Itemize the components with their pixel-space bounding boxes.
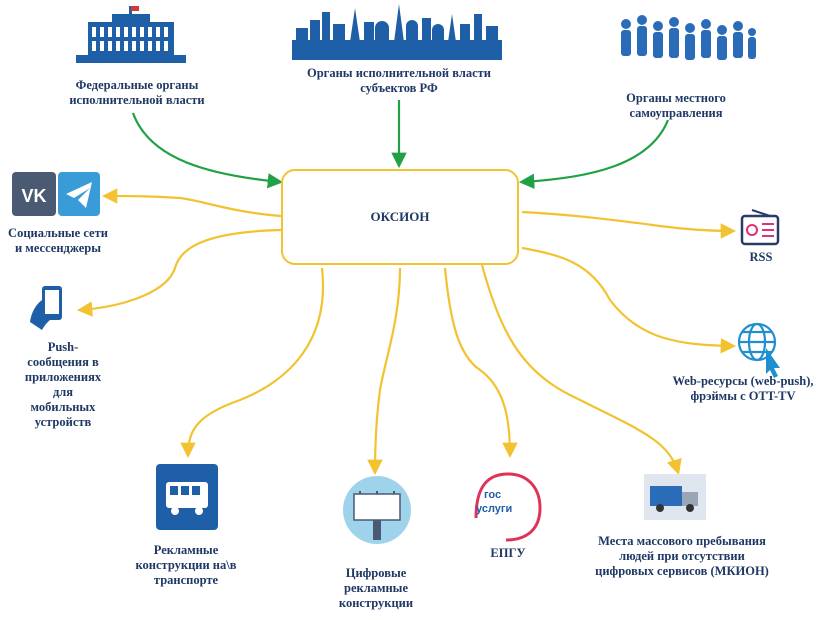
push-label: Push-сообщения в приложениях для мобильн… (24, 340, 102, 429)
arrow-federal (131, 112, 284, 189)
outbound-arrows (76, 188, 737, 476)
vk-icon: VK (12, 172, 56, 216)
regional-label: Органы исполнительной власти субъектов Р… (307, 66, 491, 95)
gosuslugi-icon: гос услуги (474, 472, 542, 542)
web-label: Web-ресурсы (web-push), фрэймы с OTT-TV (672, 374, 814, 403)
local-label: Органы местного самоуправления (626, 91, 726, 120)
arrow-local (518, 119, 670, 189)
truck-icon (644, 474, 706, 520)
oksion-label: ОКСИОН (370, 209, 430, 224)
oksion-node: ОКСИОН (281, 169, 519, 265)
vk-icon-text: VK (21, 186, 46, 206)
government-building-icon (76, 6, 186, 63)
arrow-epgu (443, 267, 518, 459)
arrow-rss (521, 210, 737, 239)
social-label: Социальные сети и мессенджеры (8, 226, 108, 255)
billboard-icon (343, 476, 411, 544)
arrow-digital (367, 267, 402, 476)
phone-in-hand-icon (30, 286, 62, 330)
mass-places-label: Места массового пребывания людей при отс… (595, 534, 769, 578)
arrow-push (76, 228, 282, 317)
radio-icon (740, 209, 780, 246)
inbound-arrows (131, 100, 670, 189)
epgu-label: ЕПГУ (490, 546, 526, 560)
arrow-web (521, 246, 737, 354)
city-skyline-icon (292, 4, 502, 60)
telegram-icon (58, 172, 100, 216)
transport-label: Рекламные конструкции на\в транспорте (135, 543, 237, 587)
globe-cursor-icon (737, 322, 780, 378)
arrow-mkion (480, 264, 682, 475)
arrow-social (101, 188, 282, 218)
people-crowd-icon (621, 15, 756, 60)
arrow-transport (180, 267, 325, 459)
gosuslugi-icon-text-1: гос (484, 489, 501, 501)
gosuslugi-icon-text-2: услуги (476, 503, 512, 515)
bus-icon (156, 464, 218, 530)
rss-label: RSS (749, 250, 773, 264)
digital-ads-label: Цифровые рекламные конструкции (338, 566, 414, 610)
federal-label: Федеральные органы исполнительной власти (69, 78, 205, 107)
